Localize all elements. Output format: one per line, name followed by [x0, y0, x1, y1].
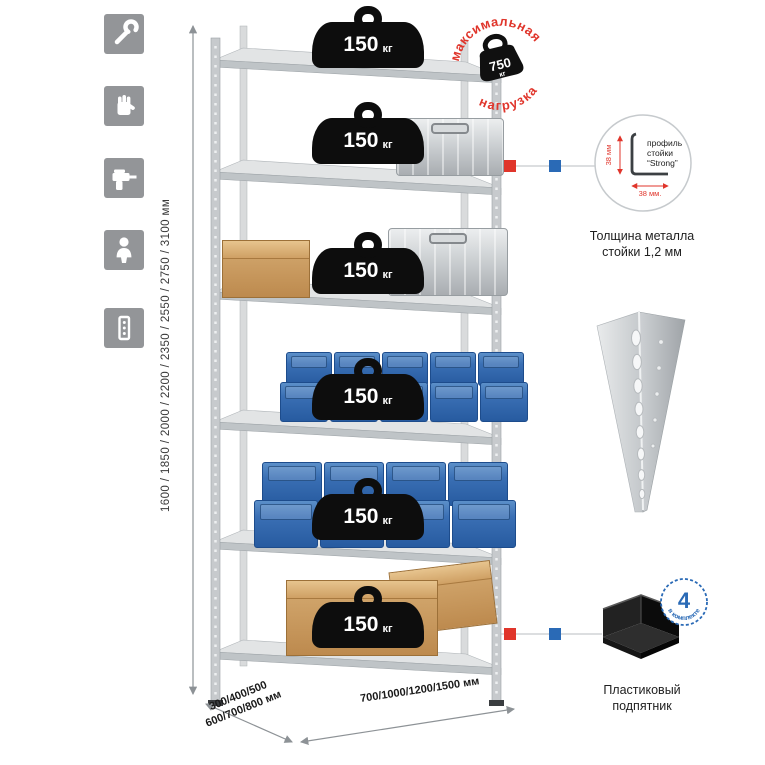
width-dimension-line	[299, 705, 516, 746]
marker-blue-top	[549, 160, 561, 172]
wrench-icon	[104, 14, 144, 54]
post-icon	[104, 308, 144, 348]
profile-dim-vertical: 38 мм	[604, 145, 613, 166]
foot-badge-number: 4	[678, 588, 691, 613]
storage-bin	[480, 382, 528, 422]
storage-bin	[430, 352, 476, 386]
post-profile-drawing	[630, 132, 668, 176]
storage-bin	[430, 382, 478, 422]
corner-post-image	[577, 302, 717, 532]
glove-icon	[104, 86, 144, 126]
drill-icon	[104, 158, 144, 198]
max-load-stamp: максимальная нагрузка 750 кг	[441, 5, 559, 123]
foot-count-badge: 4 в комплекте	[657, 575, 711, 629]
height-dimensions-label: 1600 / 1850 / 2000 / 2200 / 2350 / 2550 …	[160, 198, 172, 512]
plastic-foot-image	[583, 573, 703, 673]
profile-callout: 38 мм 38 мм. профиль стойки “Strong”	[592, 112, 694, 214]
depth-dimension-line	[205, 703, 293, 743]
profile-label-1: профиль	[647, 138, 683, 148]
marker-red-top	[504, 160, 516, 172]
storage-bin	[452, 500, 516, 548]
stamp-value: 750	[488, 55, 513, 75]
stamp-arc-bottom: нагрузка	[474, 80, 544, 120]
person-icon	[104, 230, 144, 270]
storage-bin	[262, 462, 322, 506]
profile-dim-horizontal: 38 мм.	[639, 189, 662, 198]
stamp-unit: кг	[499, 70, 507, 78]
foot-caption: Пластиковый подпятник	[603, 683, 681, 714]
profile-label-3: “Strong”	[647, 158, 678, 168]
marker-red-bottom	[504, 628, 516, 640]
profile-label-2: стойки	[647, 148, 673, 158]
cardboard-box	[222, 240, 310, 298]
svg-text:нагрузка: нагрузка	[474, 80, 544, 120]
storage-bin-row	[262, 462, 508, 506]
storage-bin	[254, 500, 318, 548]
storage-bin	[478, 352, 524, 386]
marker-blue-bottom	[549, 628, 561, 640]
profile-caption: Толщина металла стойки 1,2 мм	[589, 229, 695, 260]
